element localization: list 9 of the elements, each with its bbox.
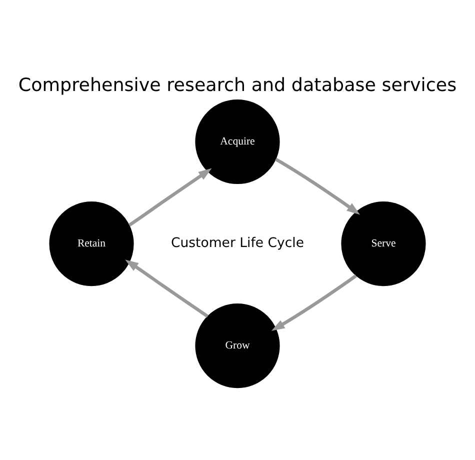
node-circle: Retain xyxy=(49,200,134,286)
arrow xyxy=(271,274,357,330)
arrow xyxy=(125,259,209,318)
arrow xyxy=(128,168,212,226)
diagram-title: Comprehensive research and database services xyxy=(18,74,457,96)
arrow xyxy=(274,157,360,214)
node-circle: Grow xyxy=(195,302,280,388)
label: Customer Life Cycle xyxy=(170,235,304,250)
node-circle: Acquire xyxy=(195,98,280,184)
